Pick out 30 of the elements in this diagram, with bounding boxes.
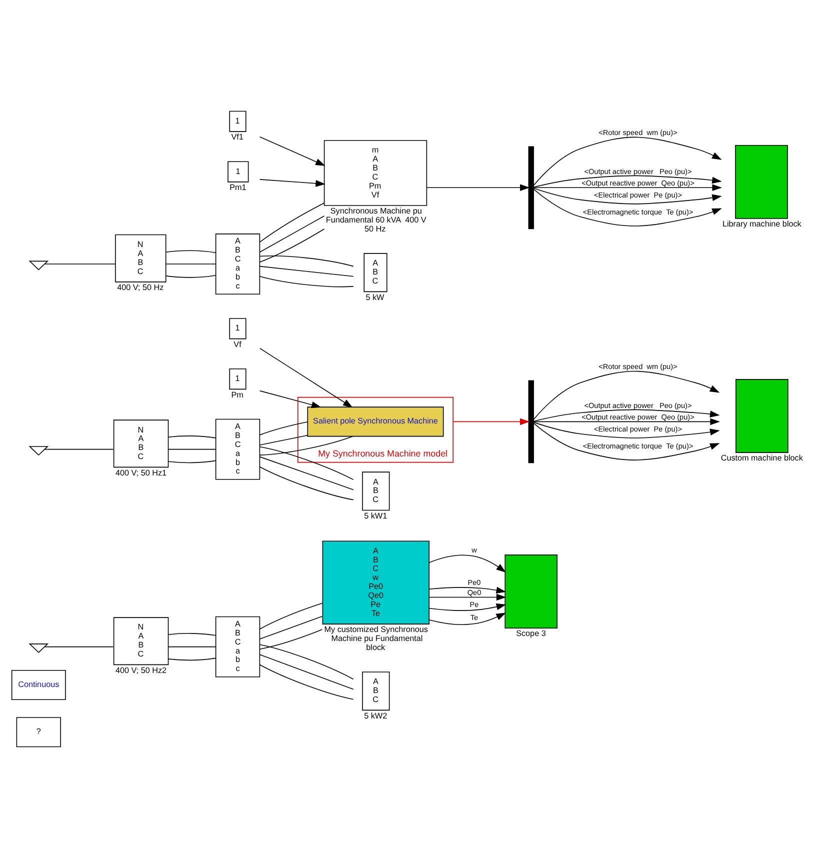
node-label: 5 kW bbox=[366, 292, 384, 302]
edge-label: <Electromagnetic torque Te (pu)> bbox=[582, 442, 694, 451]
node-label: Vf1 bbox=[231, 132, 244, 142]
node-label: 400 V; 50 Hz bbox=[117, 283, 164, 292]
node-label: 400 V; 50 Hz1 bbox=[115, 468, 167, 478]
edge-label: <Output reactive power Qeo (pu)> bbox=[582, 412, 694, 422]
edge-label: Pe bbox=[470, 600, 479, 610]
edge-label: w bbox=[472, 546, 477, 555]
node-label: Custom machine block bbox=[720, 454, 803, 463]
node-label: 400 V; 50 Hz2 bbox=[115, 666, 167, 675]
edge-label: <Rotor speed wm (pu)> bbox=[598, 128, 678, 137]
edge-label: Te bbox=[470, 613, 478, 622]
edge-label: <Output active power Peo (pu)> bbox=[584, 401, 692, 410]
node-label: Vf bbox=[234, 340, 242, 349]
node-label: Pm1 bbox=[230, 183, 246, 192]
node-label: Pm bbox=[231, 390, 244, 400]
edge-label: <Electrical power Pe (pu)> bbox=[594, 190, 682, 200]
node-label: Library machine block bbox=[722, 220, 802, 229]
edge-label: <Electrical power Pe (pu)> bbox=[594, 424, 682, 434]
edge-label: <Output reactive power Qeo (pu)> bbox=[582, 178, 694, 188]
node-label: Scope 3 bbox=[516, 629, 546, 638]
edge-label: Qe0 bbox=[467, 588, 482, 597]
edge-label: <Output active power Peo (pu)> bbox=[584, 166, 692, 176]
node-label: 5 kW1 bbox=[364, 511, 388, 520]
edge-label: Pe0 bbox=[468, 578, 481, 588]
edge-label: <Electromagnetic torque Te (pu)> bbox=[582, 208, 694, 217]
edge-label: <Rotor speed wm (pu)> bbox=[598, 362, 678, 372]
node-label: Synchronous Machine pu Fundamental 60 kVA 400 V 50 Hz bbox=[326, 206, 426, 234]
node-label: 5 kW2 bbox=[364, 711, 388, 720]
node-label: My customized Synchronous Machine pu Fundamental block bbox=[324, 625, 428, 652]
